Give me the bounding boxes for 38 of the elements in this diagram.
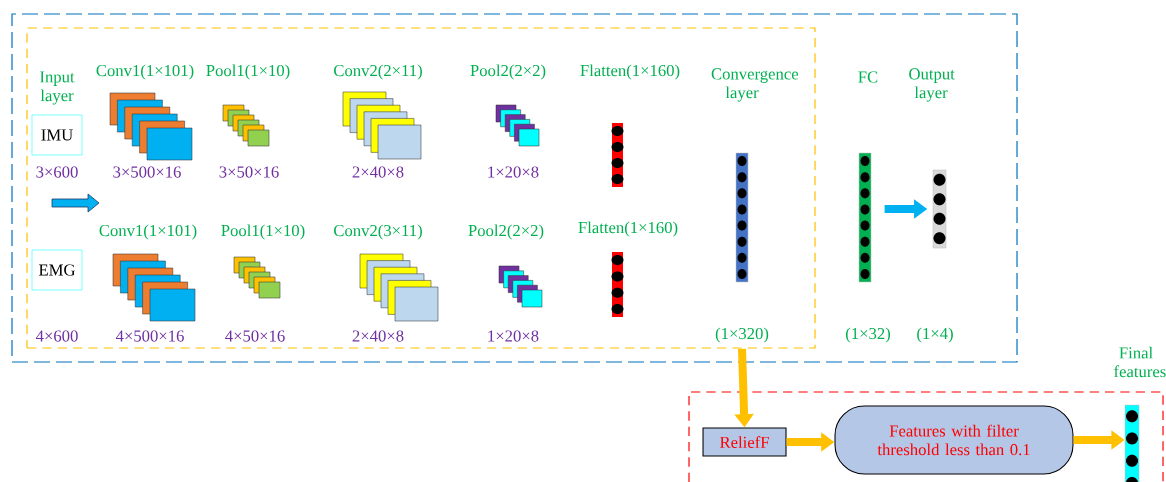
layer-label: 4×500×16 <box>115 330 184 342</box>
layer-label: Conv2(3×11) <box>334 224 422 240</box>
layer-label: Convergence layer <box>711 68 799 102</box>
layer-label: (1×4) <box>917 327 953 343</box>
layer-label: Conv1(1×101) <box>99 224 197 240</box>
dashed-frame <box>11 13 1018 363</box>
layer-label: 3×600 <box>36 166 78 178</box>
layer-label: 2×40×8 <box>352 166 404 178</box>
layer-label: Conv2(2×11) <box>334 64 422 80</box>
layer-label: Output layer <box>909 68 955 102</box>
feature-bar <box>858 152 872 283</box>
layer-label: Pool1(1×10) <box>206 64 290 80</box>
rounded-box: Features with filter threshold less than 0.1 <box>834 405 1074 475</box>
layer-label: Final features <box>1114 346 1166 378</box>
layer-label: FC <box>858 71 878 83</box>
feature-bar <box>932 169 947 249</box>
layer-label: Flatten(1×160) <box>578 221 678 237</box>
dashed-frame <box>688 391 1164 482</box>
layer-label: Pool2(2×2) <box>468 224 544 240</box>
input-box: IMU <box>31 114 83 156</box>
layer-label: 2×40×8 <box>352 330 404 342</box>
layer-label: (1×320) <box>715 327 769 343</box>
layer-label: 4×600 <box>35 330 78 342</box>
feature-bar <box>735 152 749 283</box>
layer-label: Pool1(1×10) <box>221 224 305 240</box>
layer-label: 3×500×16 <box>113 166 181 178</box>
layer-label: Conv1(1×101) <box>96 64 194 80</box>
layer-label: Pool2(2×2) <box>470 64 546 80</box>
dashed-frame <box>26 27 816 349</box>
layer-label: 1×20×8 <box>488 166 539 178</box>
input-box: EMG <box>31 249 83 291</box>
feature-bar <box>1124 404 1140 482</box>
layer-label: (1×32) <box>846 327 890 343</box>
layer-label: Flatten(1×160) <box>580 64 680 80</box>
process-box: ReliefF <box>702 427 787 457</box>
layer-label: 4×50×16 <box>225 330 285 342</box>
layer-label: 1×20×8 <box>488 330 539 342</box>
layer-label: 3×50×16 <box>219 166 279 178</box>
